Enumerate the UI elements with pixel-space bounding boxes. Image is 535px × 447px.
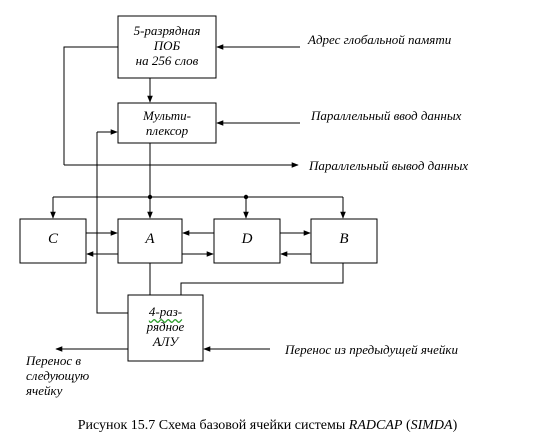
parallel-out-line [63, 46, 118, 165]
register-b-box [310, 218, 378, 264]
parallel-out-label: Параллельный вывод данных [309, 158, 469, 173]
alu-label: 4-раз- рядное АЛУ [146, 304, 185, 349]
carry-in-label: Перенос из предыдущей ячейки [285, 342, 458, 357]
parallel-in-label: Параллельный ввод данных [311, 108, 462, 123]
address-label: Адрес глобальной памяти [308, 32, 452, 47]
register-a-label: A [145, 231, 155, 247]
alu-feedback-line [96, 132, 128, 314]
mux-label: Мульти- плексор [143, 108, 191, 138]
register-b-label: B [339, 231, 349, 247]
register-c-box [19, 218, 87, 264]
mux-box [117, 102, 217, 144]
alu-box [127, 294, 204, 362]
register-d-box [213, 218, 281, 264]
register-c-label: C [47, 231, 58, 247]
b-to-alu-line [180, 263, 344, 295]
carry-out-label: Перенос в следующую ячейку [26, 353, 90, 398]
register-d-label: D [241, 231, 253, 247]
memory-label: 5-разрядная ПОБ на 256 слов [133, 23, 201, 68]
figure-caption: Рисунок 15.7 Схема базовой ячейки систем… [77, 418, 458, 433]
